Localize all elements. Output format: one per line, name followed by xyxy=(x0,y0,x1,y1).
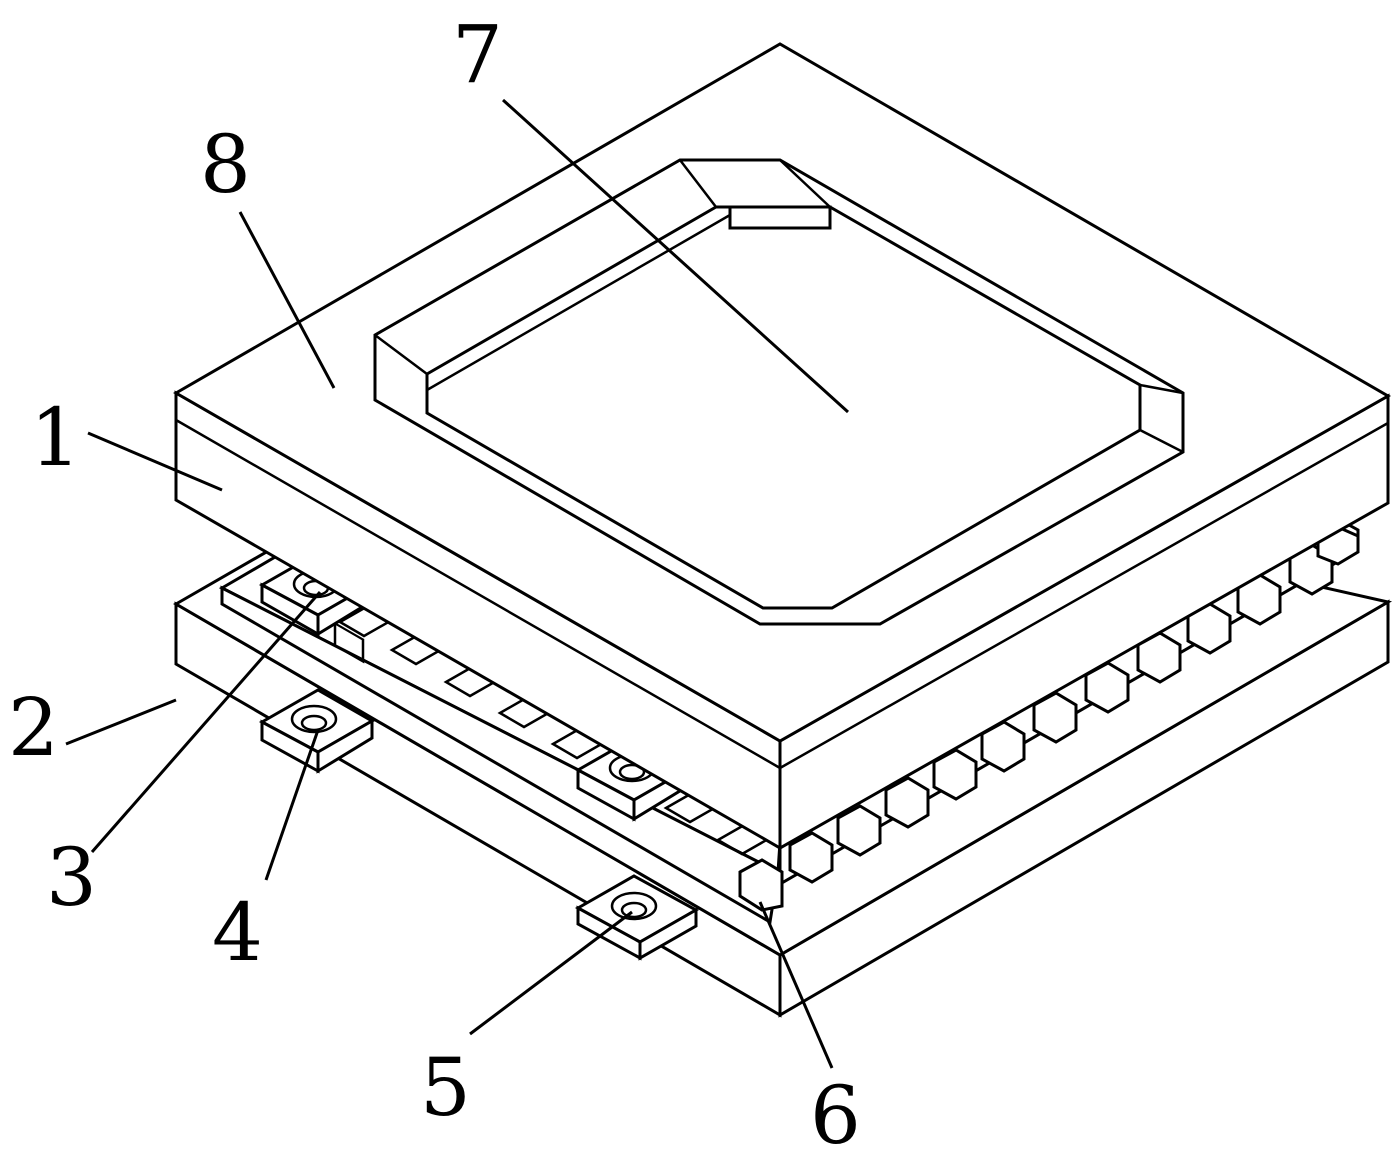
leader-5 xyxy=(469,910,633,1036)
label-4: 4 xyxy=(212,886,263,979)
mounting-lug-bottom-left xyxy=(258,688,376,774)
label-7: 7 xyxy=(452,8,503,101)
leader-8 xyxy=(238,211,336,389)
label-5: 5 xyxy=(420,1041,471,1134)
leader-4 xyxy=(264,729,320,881)
leader-3 xyxy=(90,591,322,853)
mounting-lug-front-bottom xyxy=(574,874,700,961)
top-cavity xyxy=(373,158,1185,626)
label-6: 6 xyxy=(810,1069,861,1153)
right-pin-row xyxy=(738,518,1360,912)
leader-6 xyxy=(758,901,834,1069)
label-1: 1 xyxy=(30,391,81,484)
label-2: 2 xyxy=(8,681,59,774)
reference-numerals: 1 2 3 4 5 6 7 8 xyxy=(8,8,861,1153)
leader-7 xyxy=(501,98,850,414)
leader-2 xyxy=(65,698,177,746)
label-8: 8 xyxy=(200,118,251,211)
leader-1 xyxy=(87,431,223,492)
leader-lines xyxy=(65,98,850,1069)
label-3: 3 xyxy=(46,831,97,924)
